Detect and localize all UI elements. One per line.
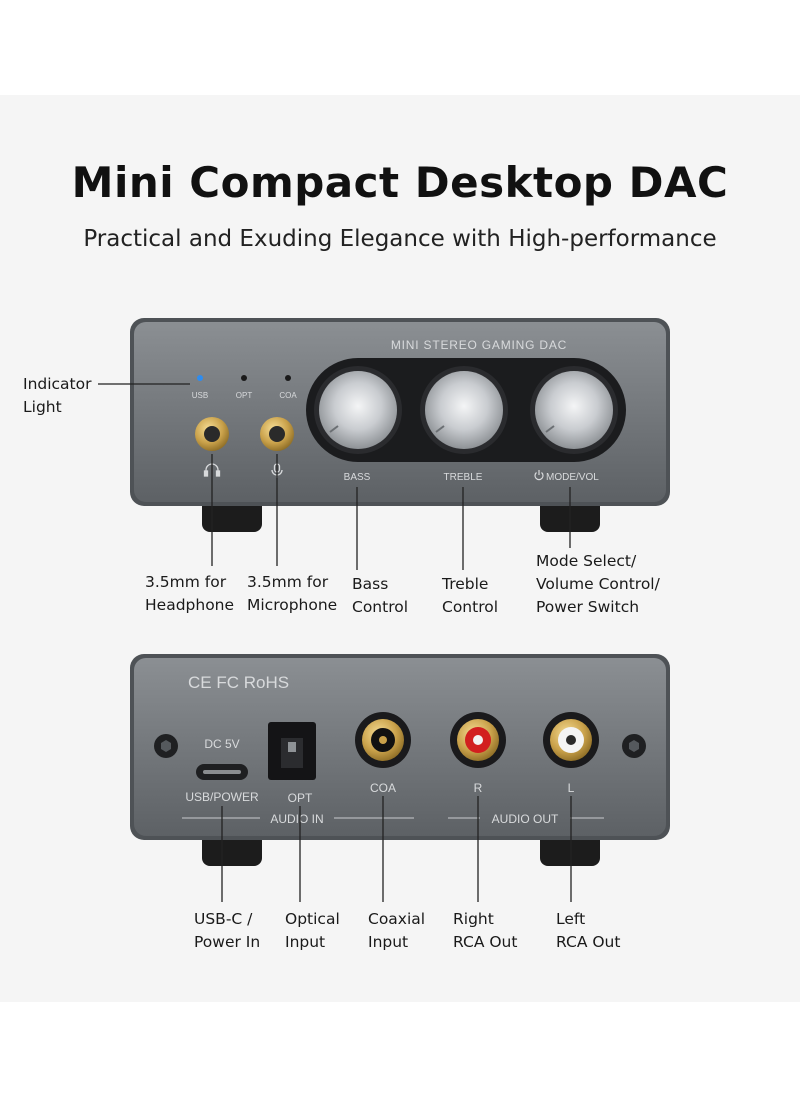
treble-knob-label: TREBLE: [444, 472, 483, 483]
callout-line: Bass: [352, 575, 389, 593]
mode-select-callout: Mode Select/ Volume Control/ Power Switc…: [536, 550, 660, 619]
callout-line: RCA Out: [556, 933, 621, 951]
mode-volume-knob[interactable]: [530, 366, 618, 454]
treble-control-callout: Treble Control: [442, 573, 498, 619]
bass-knob[interactable]: [314, 366, 402, 454]
l-port-label: L: [568, 781, 575, 795]
callout-line: Indicator: [23, 375, 92, 393]
microphone-jack[interactable]: [260, 417, 294, 451]
callout-line: Coaxial: [368, 910, 426, 928]
headphone-callout: 3.5mm for Headphone: [145, 571, 234, 617]
callout-line: Control: [442, 598, 499, 616]
opt-indicator-light: [241, 375, 247, 381]
usb-indicator-label: USB: [192, 391, 208, 400]
callout-line: Headphone: [145, 596, 235, 614]
callout-line: Power Switch: [536, 598, 640, 616]
callout-line: 3.5mm for: [247, 573, 329, 591]
left-rca-jack[interactable]: [543, 712, 599, 768]
callout-line: Mode Select/: [536, 552, 637, 570]
callout-line: USB-C /: [194, 910, 253, 928]
callout-line: Treble: [442, 575, 489, 593]
page-subtitle: Practical and Exuding Elegance with High…: [83, 226, 717, 252]
usb-c-callout: USB-C / Power In: [194, 908, 260, 954]
callout-line: Input: [368, 933, 409, 951]
r-port-label: R: [474, 781, 483, 795]
usb-indicator-light: [197, 375, 203, 381]
microphone-callout: 3.5mm for Microphone: [247, 571, 337, 617]
page-title: Mini Compact Desktop DAC: [71, 158, 729, 207]
dc-label: DC 5V: [204, 737, 239, 751]
coa-port-label: COA: [370, 781, 396, 795]
left-screw: [154, 734, 178, 758]
front-foot-left: [202, 498, 262, 532]
coaxial-input-callout: Coaxial Input: [368, 908, 425, 954]
callout-line: Left: [556, 910, 586, 928]
coa-indicator-light: [285, 375, 291, 381]
callout-line: Optical: [285, 910, 340, 928]
audio-out-label: AUDIO OUT: [492, 812, 559, 826]
optical-input-callout: Optical Input: [285, 908, 340, 954]
optical-port[interactable]: [268, 722, 316, 780]
coaxial-rca-jack[interactable]: [355, 712, 411, 768]
headphone-jack[interactable]: [195, 417, 229, 451]
treble-knob[interactable]: [420, 366, 508, 454]
opt-indicator-label: OPT: [236, 391, 253, 400]
callout-line: Power In: [194, 933, 261, 951]
left-rca-callout: Left RCA Out: [556, 908, 620, 954]
back-callout-lines: [221, 796, 572, 902]
coa-indicator-label: COA: [279, 391, 297, 400]
mode-volume-knob-label: MODE/VOL: [546, 472, 599, 483]
callout-line: Volume Control/: [536, 575, 660, 593]
usb-c-port[interactable]: [196, 764, 248, 780]
power-icon: [534, 470, 544, 481]
callout-line: Input: [285, 933, 326, 951]
callout-line: Microphone: [247, 596, 338, 614]
certification-marks: CE FC RoHS: [188, 673, 289, 692]
callout-line: RCA Out: [453, 933, 518, 951]
front-brand-text: MINI STEREO GAMING DAC: [391, 338, 567, 352]
callout-line: Light: [23, 398, 62, 416]
callout-line: 3.5mm for: [145, 573, 227, 591]
bass-knob-label: BASS: [344, 472, 371, 483]
opt-port-label: OPT: [288, 791, 313, 805]
usb-power-label: USB/POWER: [185, 790, 259, 804]
front-callout-lines: [98, 383, 571, 570]
callout-line: Right: [453, 910, 494, 928]
front-device: MINI STEREO GAMING DAC USB OPT COA: [130, 318, 670, 532]
audio-in-label: AUDIO IN: [270, 812, 323, 826]
right-screw: [622, 734, 646, 758]
back-device: CE FC RoHS DC 5V USB/POWER OPT COA: [130, 654, 670, 866]
right-rca-callout: Right RCA Out: [453, 908, 517, 954]
background-panel: [0, 95, 800, 1002]
bass-control-callout: Bass Control: [352, 573, 408, 619]
callout-line: Control: [352, 598, 409, 616]
indicator-light-callout: Indicator Light: [23, 373, 92, 419]
right-rca-jack[interactable]: [450, 712, 506, 768]
